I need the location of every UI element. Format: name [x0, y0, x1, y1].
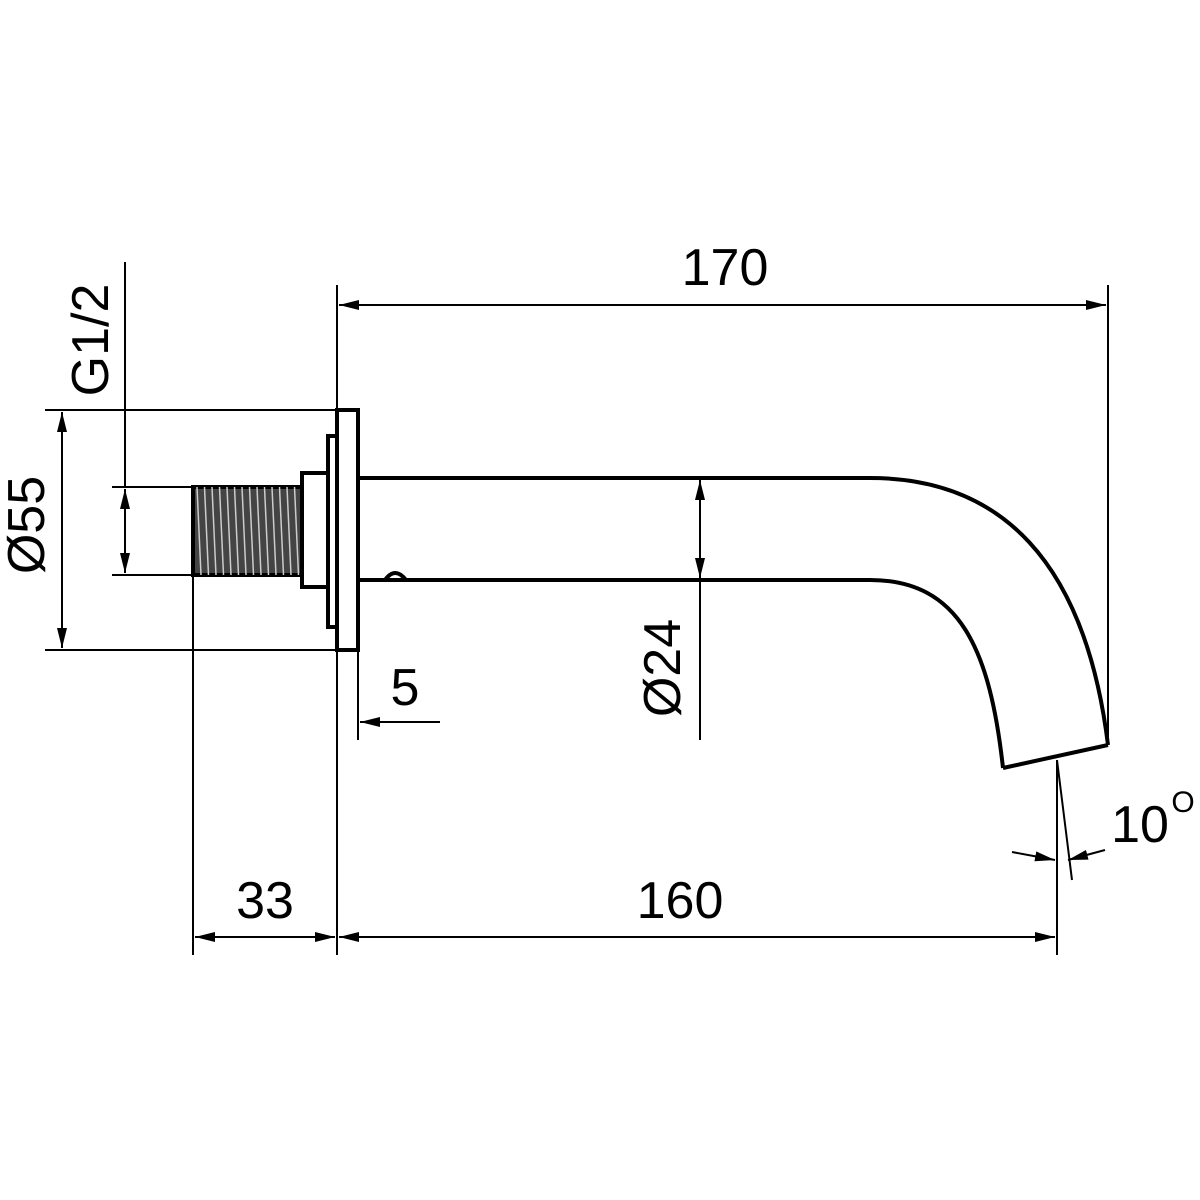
- dim-angle-left: [1011, 851, 1056, 862]
- thread-line: [196, 486, 202, 576]
- spout-outlet: [1002, 743, 1109, 770]
- dimension-lines: [57, 300, 1106, 942]
- spout-body: [191, 408, 1110, 770]
- thread-line: [263, 486, 270, 576]
- thread-line: [218, 486, 225, 576]
- dim-angle-right: [1067, 849, 1106, 861]
- thread-line: [233, 486, 240, 576]
- set-screw: [383, 571, 408, 582]
- thread-line: [241, 486, 247, 576]
- label-pipe-diameter: Ø24: [634, 619, 692, 717]
- label-thread: G1/2: [62, 284, 120, 397]
- thread-line: [278, 486, 285, 576]
- label-160: 160: [637, 872, 724, 930]
- thread: [191, 485, 304, 577]
- label-170: 170: [682, 239, 769, 297]
- label-angle: 10: [1111, 796, 1169, 854]
- thread-line: [203, 486, 210, 576]
- wall-flange: [335, 408, 360, 652]
- nut: [300, 471, 330, 589]
- thread-line: [293, 486, 300, 576]
- label-flange-thickness: 5: [391, 659, 420, 717]
- label-flange-diameter: Ø55: [0, 476, 56, 574]
- thread-line: [211, 486, 217, 576]
- spout-outer-edge: [358, 476, 1110, 746]
- thread-line: [286, 486, 292, 576]
- thread-body: [191, 485, 304, 577]
- thread-line: [256, 486, 262, 576]
- thread-line: [226, 486, 232, 576]
- degree-symbol: O: [1171, 786, 1194, 819]
- label-33: 33: [236, 872, 294, 930]
- thread-line: [248, 486, 255, 576]
- extension-lines: [45, 262, 1109, 955]
- thread-line: [271, 486, 277, 576]
- spout-inner-edge: [358, 578, 1005, 769]
